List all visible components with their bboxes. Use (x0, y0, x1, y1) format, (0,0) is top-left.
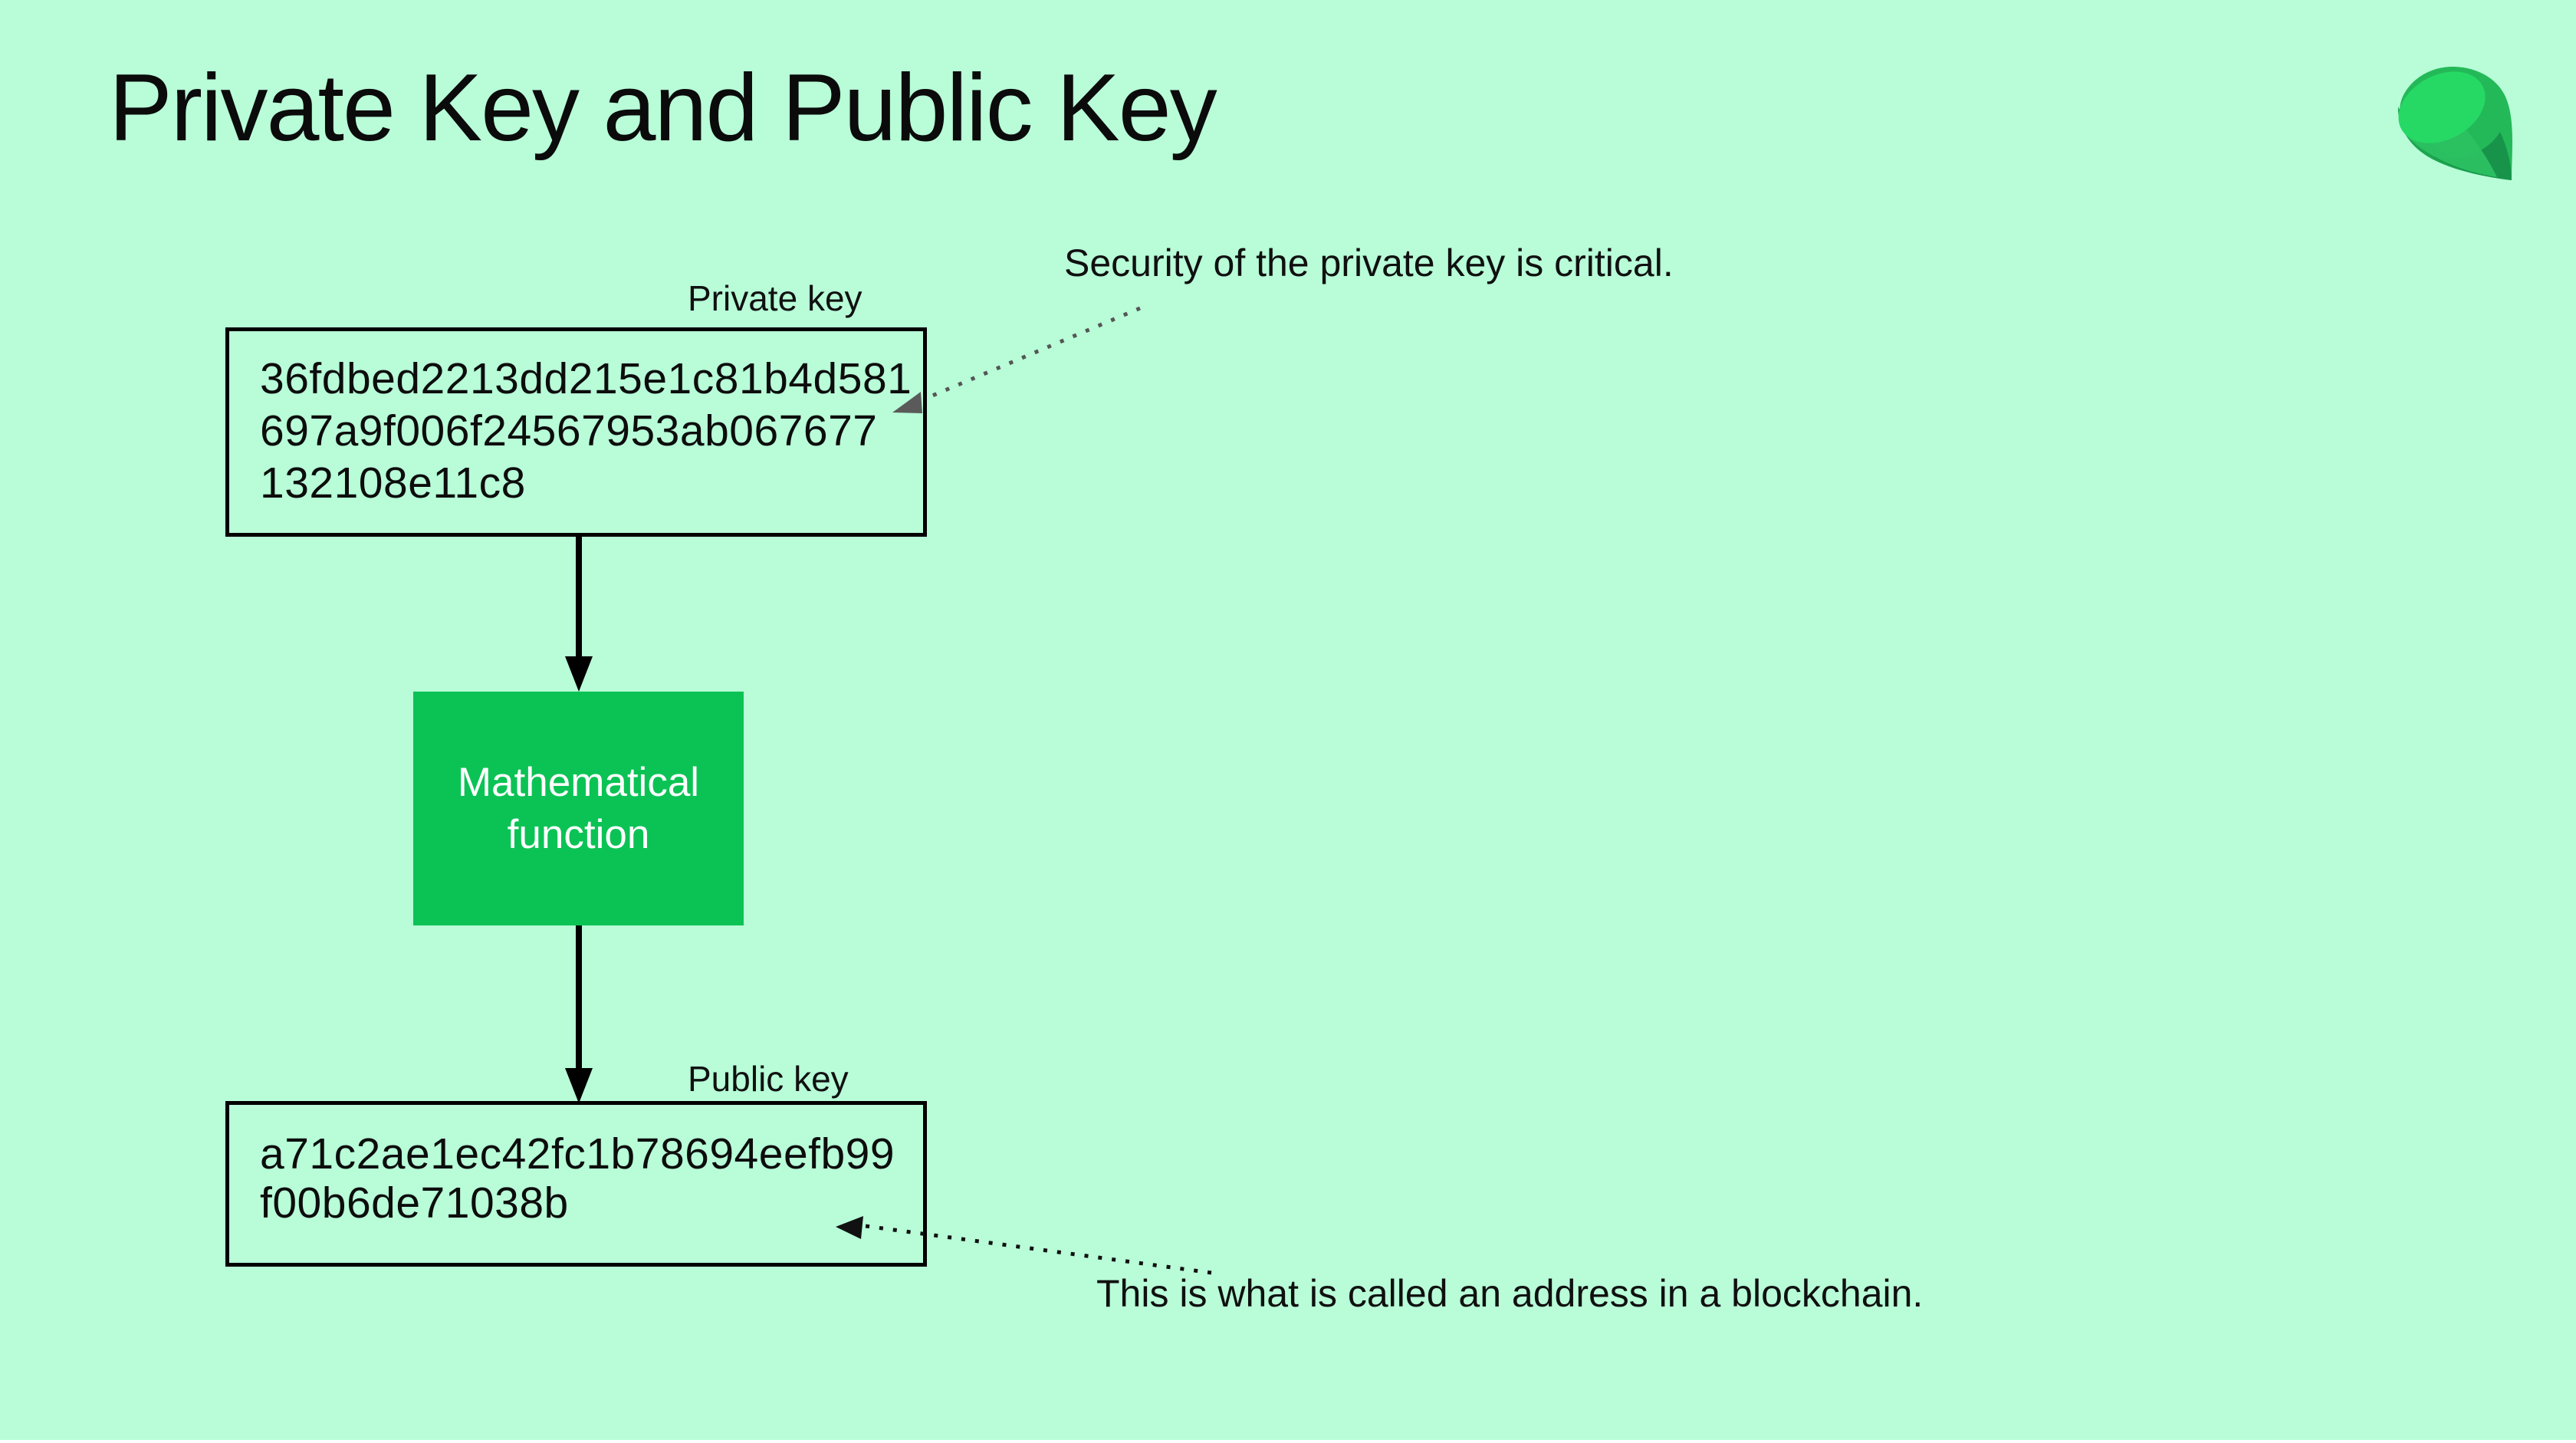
public-key-value: a71c2ae1ec42fc1b78694eefb99 f00b6de71038… (229, 1105, 923, 1228)
mathematical-function-box: Mathematical function (413, 692, 744, 925)
private-key-value: 36fdbed2213dd215e1c81b4d581 697a9f006f24… (229, 331, 923, 509)
public-key-line-1: a71c2ae1ec42fc1b78694eefb99 (260, 1129, 895, 1178)
function-box-line-2: function (507, 811, 650, 857)
public-key-line-2: f00b6de71038b (260, 1178, 569, 1228)
function-box-line-1: Mathematical (457, 759, 700, 805)
public-key-box: a71c2ae1ec42fc1b78694eefb99 f00b6de71038… (225, 1101, 927, 1267)
private-key-line-2: 697a9f006f24567953ab067677 (260, 406, 878, 455)
public-key-annotation: This is what is called an address in a b… (1096, 1272, 1924, 1315)
private-key-annotation: Security of the private key is critical. (1064, 242, 1674, 284)
dotted-line-private-note (926, 306, 1141, 400)
public-key-label: Public key (688, 1059, 849, 1099)
private-key-label: Private key (688, 278, 863, 318)
private-key-line-1: 36fdbed2213dd215e1c81b4d581 (260, 354, 912, 403)
private-key-box: 36fdbed2213dd215e1c81b4d581 697a9f006f24… (225, 327, 927, 537)
emerald-logo-icon (2397, 66, 2512, 180)
arrowhead-private-to-function (565, 656, 593, 692)
arrowhead-function-to-public (565, 1068, 593, 1103)
private-key-line-3: 132108e11c8 (260, 459, 526, 508)
page-title: Private Key and Public Key (109, 55, 1217, 161)
